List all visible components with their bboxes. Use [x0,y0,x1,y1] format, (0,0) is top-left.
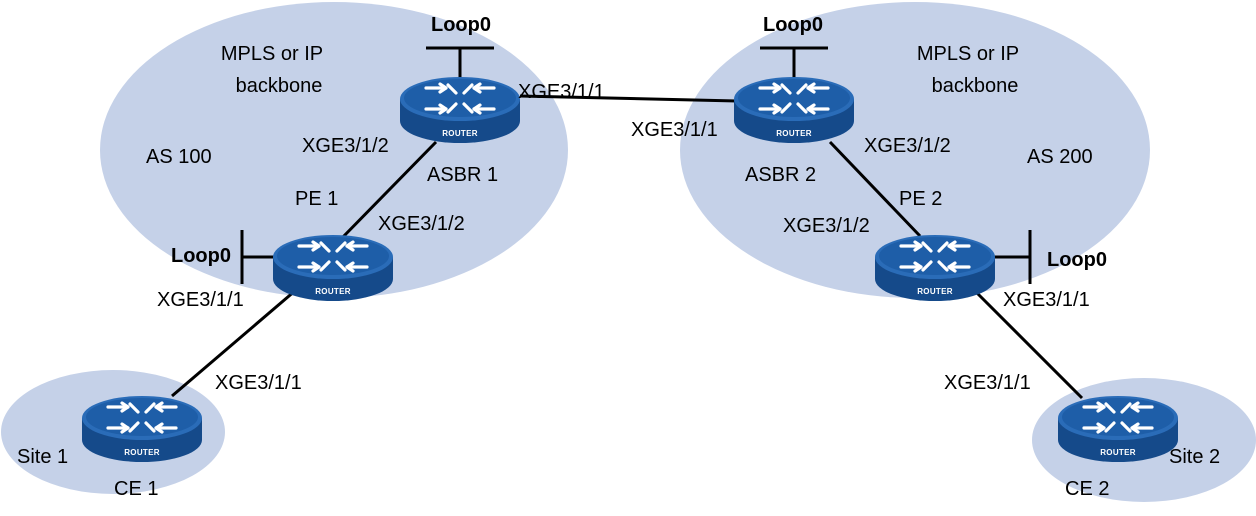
if-ce1-to-pe1: XGE3/1/1 [215,372,302,394]
asbr2-name: ASBR 2 [745,164,816,186]
as200-backbone-line1: MPLS or IP [917,43,1019,65]
if-asbr2-to-asbr1: XGE3/1/1 [631,119,718,141]
pe1-loopback-label: Loop0 [171,245,231,267]
link-pe1-ce1 [171,288,297,398]
pe1-name: PE 1 [295,188,338,210]
asbr1-loopback-label: Loop0 [431,14,491,36]
if-pe1-to-ce1: XGE3/1/1 [157,289,244,311]
router-pe2[interactable]: ROUTER [873,233,997,303]
if-pe1-to-asbr1: XGE3/1/2 [378,213,465,235]
router-badge: ROUTER [776,129,812,138]
as100-region [100,2,568,298]
pe2-loopback-label: Loop0 [1047,249,1107,271]
loopback-stub-pe2 [992,230,1032,284]
router-asbr2[interactable]: ROUTER [732,75,856,145]
as100-backbone-line1: MPLS or IP [221,43,323,65]
link-pe1-asbr1 [338,140,438,242]
loopback-stub-pe1 [240,230,276,284]
if-asbr1-to-asbr2: XGE3/1/1 [518,81,605,103]
as200-label: AS 200 [1027,146,1093,168]
site1-label: Site 1 [17,446,68,468]
if-asbr1-to-pe1: XGE3/1/2 [302,135,389,157]
link-asbr1-asbr2 [519,94,738,103]
as200-region [680,2,1150,298]
router-pe1[interactable]: ROUTER [271,233,395,303]
as100-label: AS 100 [146,146,212,168]
link-asbr2-pe2 [828,140,922,238]
router-badge: ROUTER [442,129,478,138]
ce2-name: CE 2 [1065,478,1109,500]
router-ce2[interactable]: ROUTER [1056,394,1180,464]
router-ce1[interactable]: ROUTER [80,394,204,464]
router-asbr1[interactable]: ROUTER [398,75,522,145]
if-pe2-to-ce2: XGE3/1/1 [1003,289,1090,311]
if-pe2-to-asbr2: XGE3/1/2 [783,215,870,237]
as200-backbone-line2: backbone [932,75,1019,97]
link-pe2-ce2 [974,290,1084,400]
router-badge: ROUTER [124,448,160,457]
router-badge: ROUTER [1100,448,1136,457]
loopback-stub-asbr1 [426,46,494,80]
ce1-name: CE 1 [114,478,158,500]
asbr1-name: ASBR 1 [427,164,498,186]
router-badge: ROUTER [315,287,351,296]
loopback-stub-asbr2 [760,46,828,80]
router-badge: ROUTER [917,287,953,296]
if-asbr2-to-pe2: XGE3/1/2 [864,135,951,157]
as100-backbone-line2: backbone [236,75,323,97]
asbr2-loopback-label: Loop0 [763,14,823,36]
pe2-name: PE 2 [899,188,942,210]
site2-label: Site 2 [1169,446,1220,468]
if-ce2-to-pe2: XGE3/1/1 [944,372,1031,394]
